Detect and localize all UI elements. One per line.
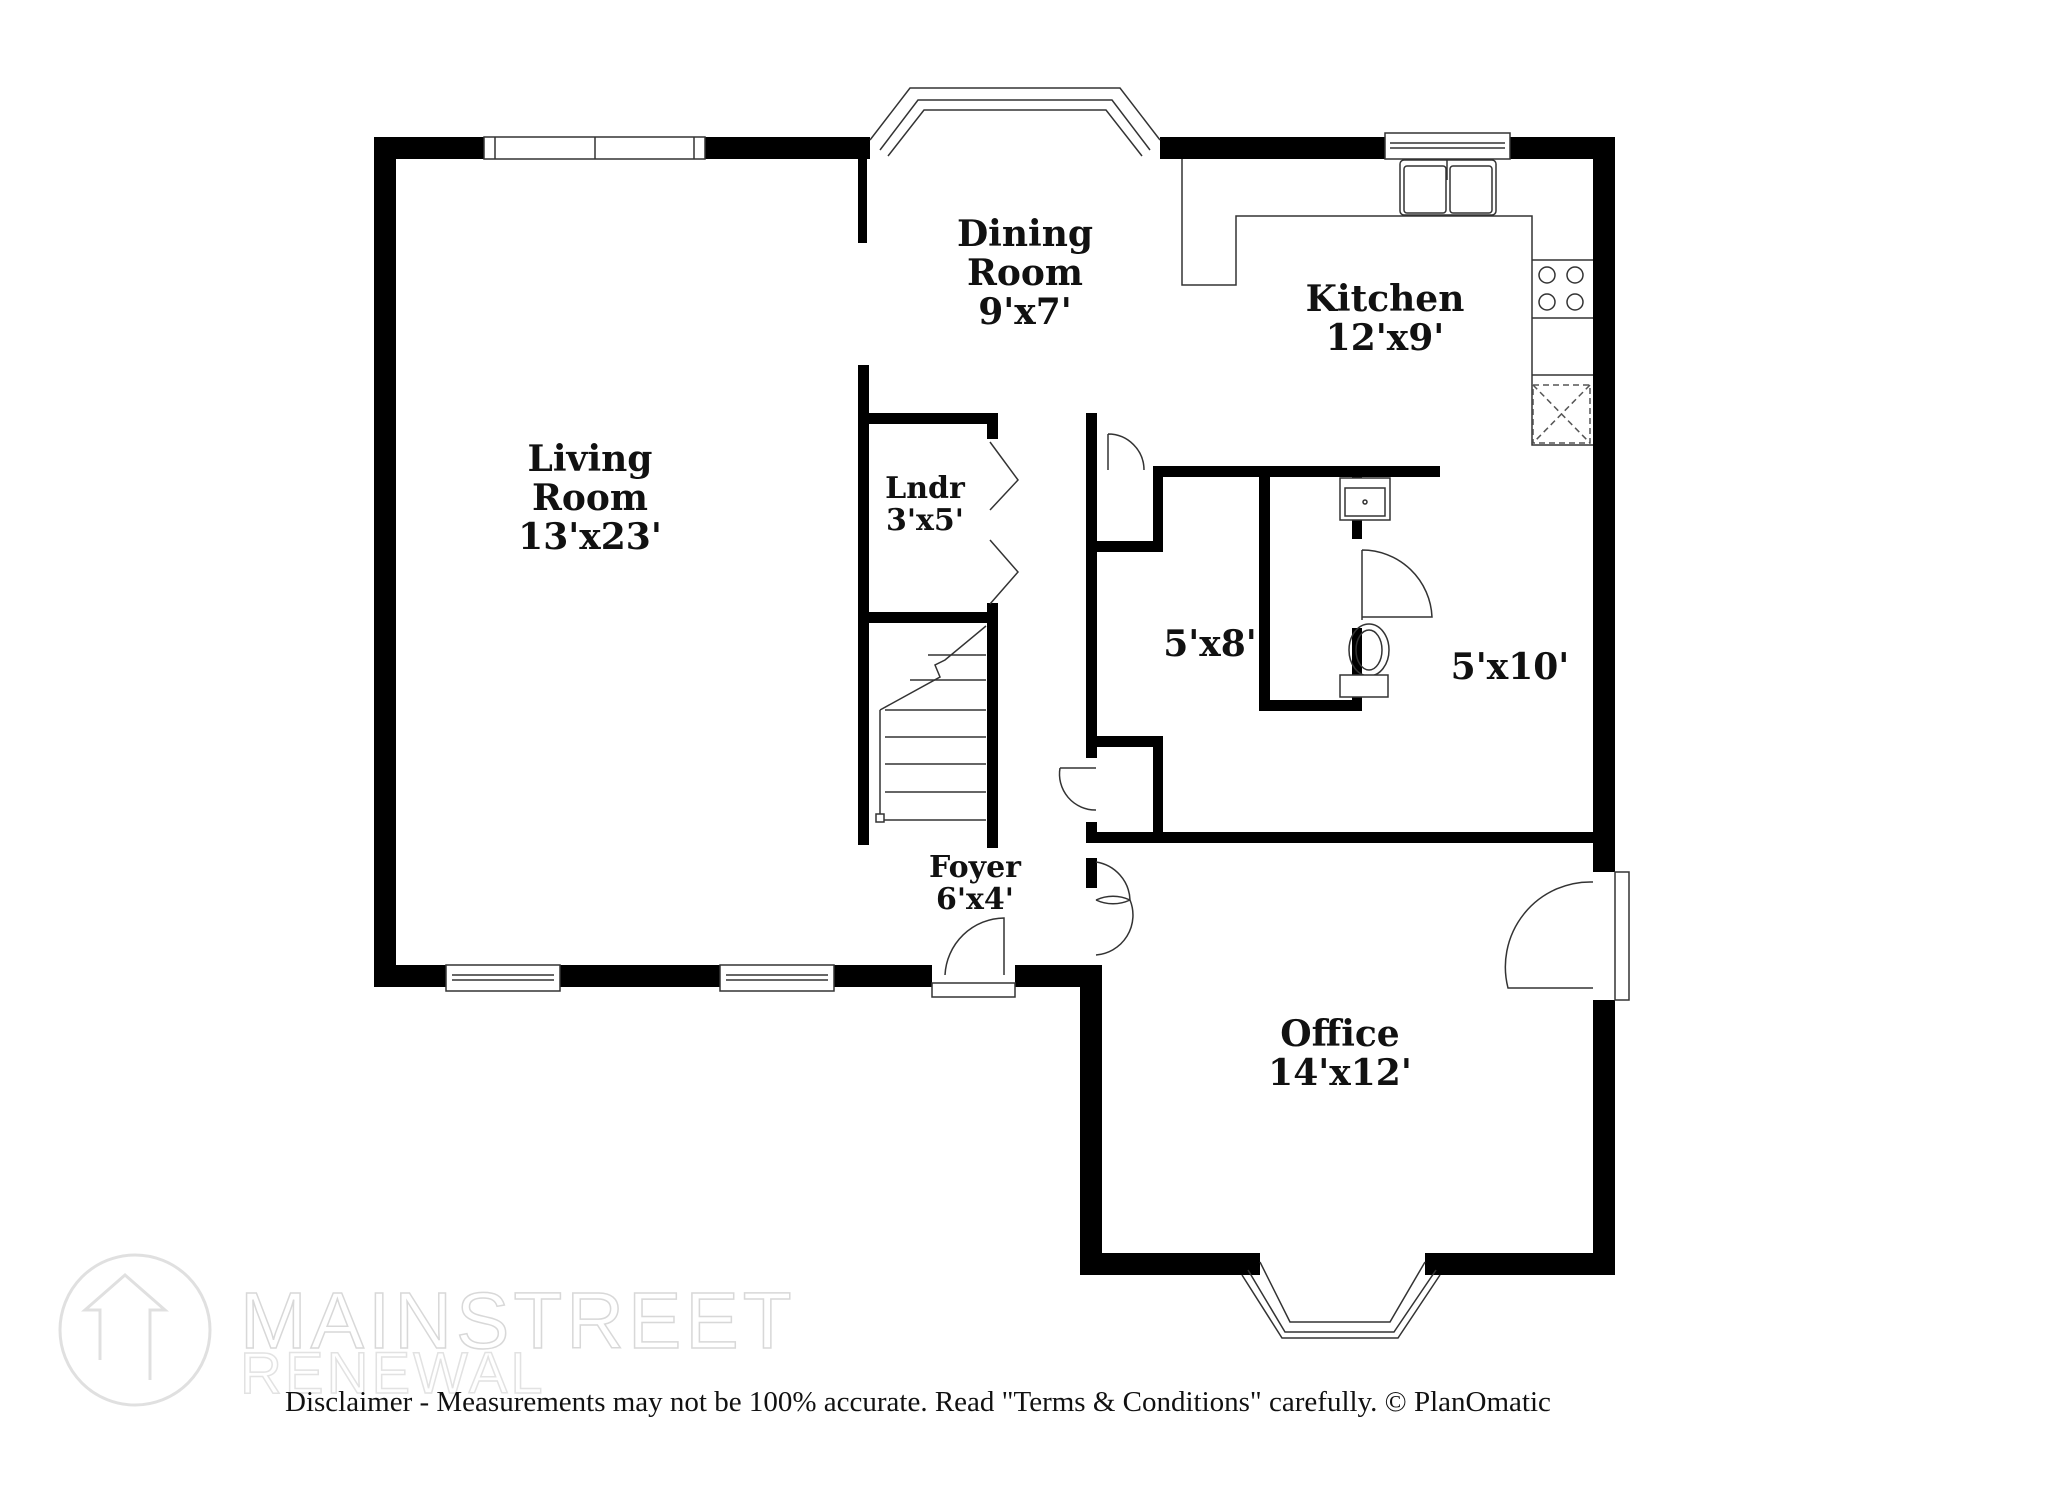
staircase-icon (875, 625, 987, 823)
kitchen-sink-icon (1399, 159, 1497, 216)
room-label-room-a: 5'x8' (1163, 623, 1257, 665)
room-label-foyer: Foyer 6'x4' (929, 850, 1021, 918)
window-living-top (483, 136, 706, 160)
hall-closet-door-icon (1058, 767, 1097, 811)
toilet-icon (1339, 623, 1390, 698)
exterior-walls (374, 137, 1615, 1275)
office-exterior-door-icon (1504, 871, 1630, 1001)
disclaimer-text: Disclaimer - Measurements may not be 100… (285, 1386, 1551, 1418)
front-door-icon (931, 917, 1016, 998)
room-label-kitchen: Kitchen 12'x9' (1305, 278, 1465, 359)
windows (445, 87, 1511, 1339)
room-label-office: Office 14'x12' (1268, 1013, 1412, 1094)
laundry-bifold-door-icon (989, 441, 1019, 605)
bathroom-sink-icon (1339, 477, 1391, 521)
watermark-line2: RENEWAL (239, 1340, 546, 1407)
interior-walls (858, 365, 1593, 888)
room-label-dining: Dining Room 9'x7' (956, 213, 1094, 333)
refrigerator-icon (1532, 384, 1591, 444)
watermark-logo-icon (58, 1253, 212, 1407)
kitchen-counter (1181, 159, 1593, 446)
bay-window-office (1241, 1261, 1441, 1339)
window-kitchen (1384, 132, 1511, 160)
watermark-line1: MAINSTREET (239, 1275, 796, 1366)
window-living-bottom-1 (445, 964, 561, 992)
office-double-door-icon (1095, 861, 1134, 956)
stove-icon (1538, 266, 1584, 311)
doors (931, 433, 1630, 1001)
closet-door-icon (1107, 433, 1145, 471)
window-living-bottom-2 (719, 964, 835, 992)
room-label-living: Living Room 13'x23' (518, 438, 662, 558)
bay-window-dining (869, 87, 1161, 157)
bathroom-door-icon (1361, 549, 1433, 620)
room-label-laundry: Lndr 3'x5' (885, 471, 965, 539)
room-label-room-b: 5'x10' (1450, 646, 1570, 688)
